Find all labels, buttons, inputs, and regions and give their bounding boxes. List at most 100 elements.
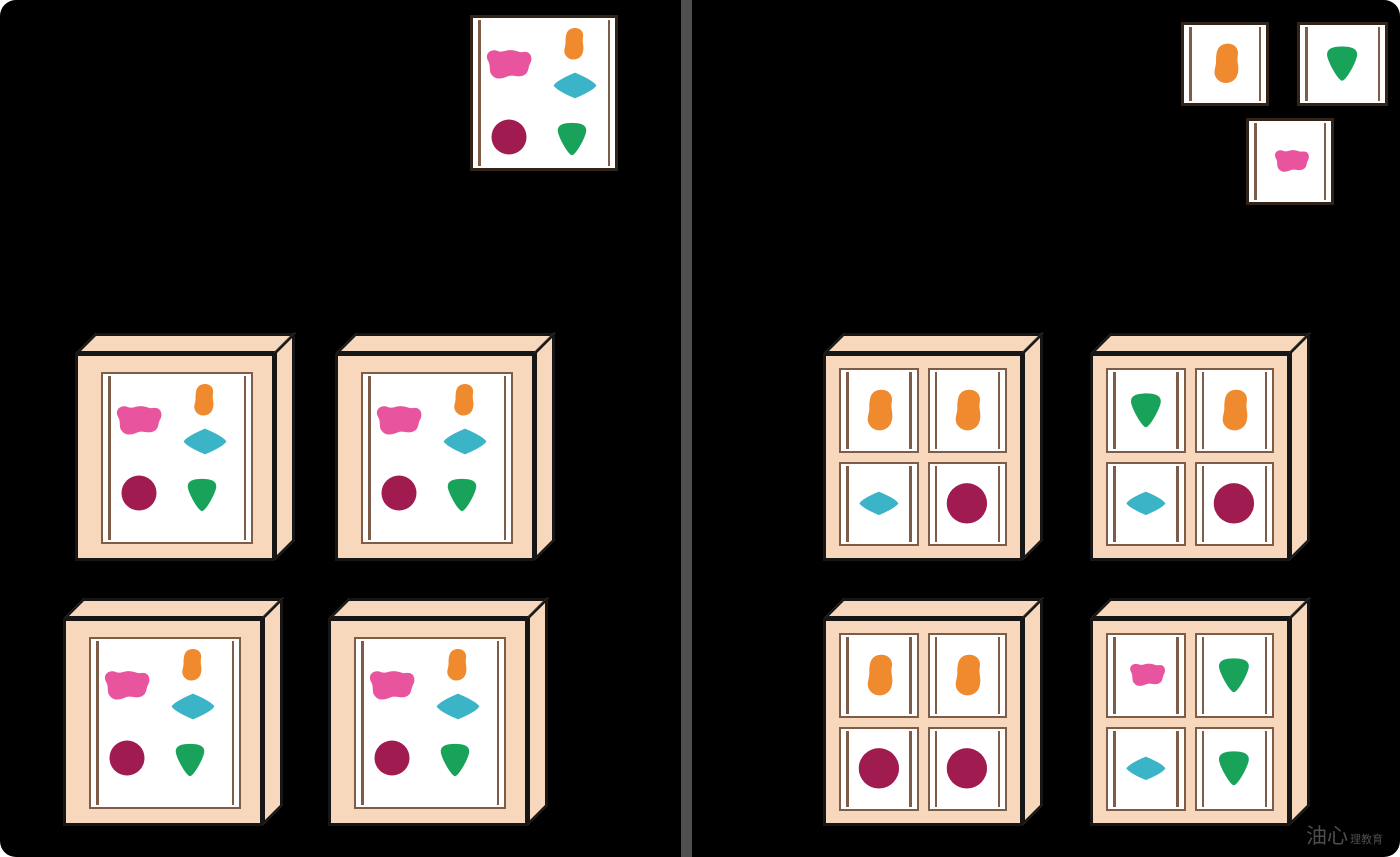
teal-diamond-shape bbox=[183, 428, 227, 455]
orange-blob-shape bbox=[447, 649, 467, 681]
watermark-text: 油心 bbox=[1306, 825, 1348, 848]
shape-slot bbox=[369, 402, 425, 440]
shape-slot bbox=[108, 739, 146, 777]
crimson-circle-shape bbox=[381, 475, 417, 511]
orange-blob-shape bbox=[182, 649, 202, 681]
box-top-face bbox=[63, 598, 284, 619]
box-front-face bbox=[63, 618, 263, 826]
pink-blob-shape bbox=[369, 671, 415, 700]
candy-box bbox=[328, 597, 550, 828]
box-cell-grid bbox=[1106, 633, 1274, 811]
teal-diamond-shape bbox=[171, 693, 215, 720]
shape-slot bbox=[177, 646, 205, 684]
teal-diamond-shape bbox=[859, 492, 899, 516]
box-side-face bbox=[274, 332, 295, 561]
shape-slot bbox=[380, 474, 418, 512]
shape-slot bbox=[434, 691, 482, 722]
pink-blob-shape bbox=[1130, 663, 1165, 686]
pink-blob-shape bbox=[116, 406, 162, 435]
box-cell-grid bbox=[839, 368, 1007, 546]
shape-slot bbox=[120, 474, 158, 512]
shape-slot bbox=[373, 739, 411, 777]
box-side-face bbox=[527, 597, 548, 826]
green-triangle-shape bbox=[1130, 393, 1161, 428]
box-cell bbox=[1194, 633, 1274, 718]
orange-blob-shape bbox=[1223, 389, 1248, 431]
shape-slot bbox=[449, 381, 477, 419]
green-triangle-shape bbox=[1219, 751, 1250, 786]
box-top-face bbox=[335, 333, 556, 354]
box-cell bbox=[839, 633, 919, 718]
teal-diamond-shape bbox=[436, 693, 480, 720]
box-cell bbox=[1106, 633, 1186, 718]
watermark-subtext: 理教育 bbox=[1350, 834, 1383, 846]
box-shape-panel bbox=[354, 637, 506, 809]
shape-slot bbox=[169, 741, 211, 779]
box-front-face bbox=[823, 618, 1023, 826]
crimson-circle-shape bbox=[374, 740, 410, 776]
left-example-card bbox=[470, 15, 618, 171]
teal-diamond-shape bbox=[443, 428, 487, 455]
pink-blob-shape bbox=[376, 406, 422, 435]
shape-slot bbox=[181, 426, 229, 457]
box-cell bbox=[927, 368, 1007, 453]
crimson-circle-shape bbox=[947, 483, 988, 524]
box-cell bbox=[1194, 461, 1274, 546]
teal-diamond-shape bbox=[553, 72, 597, 99]
box-cell bbox=[1194, 368, 1274, 453]
box-cell bbox=[1194, 726, 1274, 811]
box-top-face bbox=[823, 333, 1044, 354]
orange-blob-shape bbox=[867, 654, 893, 696]
shape-slot bbox=[559, 25, 587, 63]
crimson-circle-shape bbox=[491, 119, 527, 155]
shape-slot bbox=[490, 118, 528, 156]
panel-divider bbox=[681, 0, 692, 857]
crimson-circle-shape bbox=[109, 740, 145, 776]
box-cell bbox=[839, 368, 919, 453]
candy-box bbox=[1090, 597, 1312, 828]
orange-blob-shape bbox=[956, 654, 981, 696]
pink-blob-shape bbox=[104, 671, 150, 700]
candy-box bbox=[1090, 332, 1312, 563]
orange-blob-shape bbox=[194, 384, 214, 416]
box-cell bbox=[839, 461, 919, 546]
box-cell-grid bbox=[1106, 368, 1274, 546]
box-front-face bbox=[328, 618, 528, 826]
shape-slot bbox=[441, 476, 483, 514]
box-shape-panel bbox=[361, 372, 513, 544]
green-triangle-shape bbox=[175, 743, 205, 777]
box-side-face bbox=[534, 332, 555, 561]
box-front-face bbox=[335, 353, 535, 561]
shape-slot bbox=[362, 667, 418, 705]
box-shape-panel bbox=[101, 372, 253, 544]
box-front-face bbox=[75, 353, 275, 561]
orange-blob-shape bbox=[1214, 44, 1239, 84]
shape-slot bbox=[169, 691, 217, 722]
pink-blob-shape bbox=[486, 50, 532, 79]
shape-slot bbox=[109, 402, 165, 440]
green-triangle-shape bbox=[1327, 46, 1358, 82]
shape-slot bbox=[181, 476, 223, 514]
example-card bbox=[1181, 22, 1269, 106]
green-triangle-shape bbox=[187, 478, 217, 512]
box-cell bbox=[927, 461, 1007, 546]
crimson-circle-shape bbox=[121, 475, 157, 511]
box-cell bbox=[927, 726, 1007, 811]
candy-box bbox=[75, 332, 297, 563]
candy-box bbox=[823, 597, 1045, 828]
box-front-face bbox=[1090, 618, 1290, 826]
box-cell-grid bbox=[839, 633, 1007, 811]
crimson-circle-shape bbox=[858, 748, 899, 789]
orange-blob-shape bbox=[956, 389, 981, 431]
box-front-face bbox=[823, 353, 1023, 561]
box-side-face bbox=[262, 597, 283, 826]
box-top-face bbox=[823, 598, 1044, 619]
example-card bbox=[1297, 22, 1388, 106]
orange-blob-shape bbox=[867, 389, 893, 431]
box-cell bbox=[839, 726, 919, 811]
shape-slot bbox=[189, 381, 217, 419]
orange-blob-shape bbox=[454, 384, 474, 416]
box-cell bbox=[1106, 461, 1186, 546]
box-cell bbox=[1106, 368, 1186, 453]
